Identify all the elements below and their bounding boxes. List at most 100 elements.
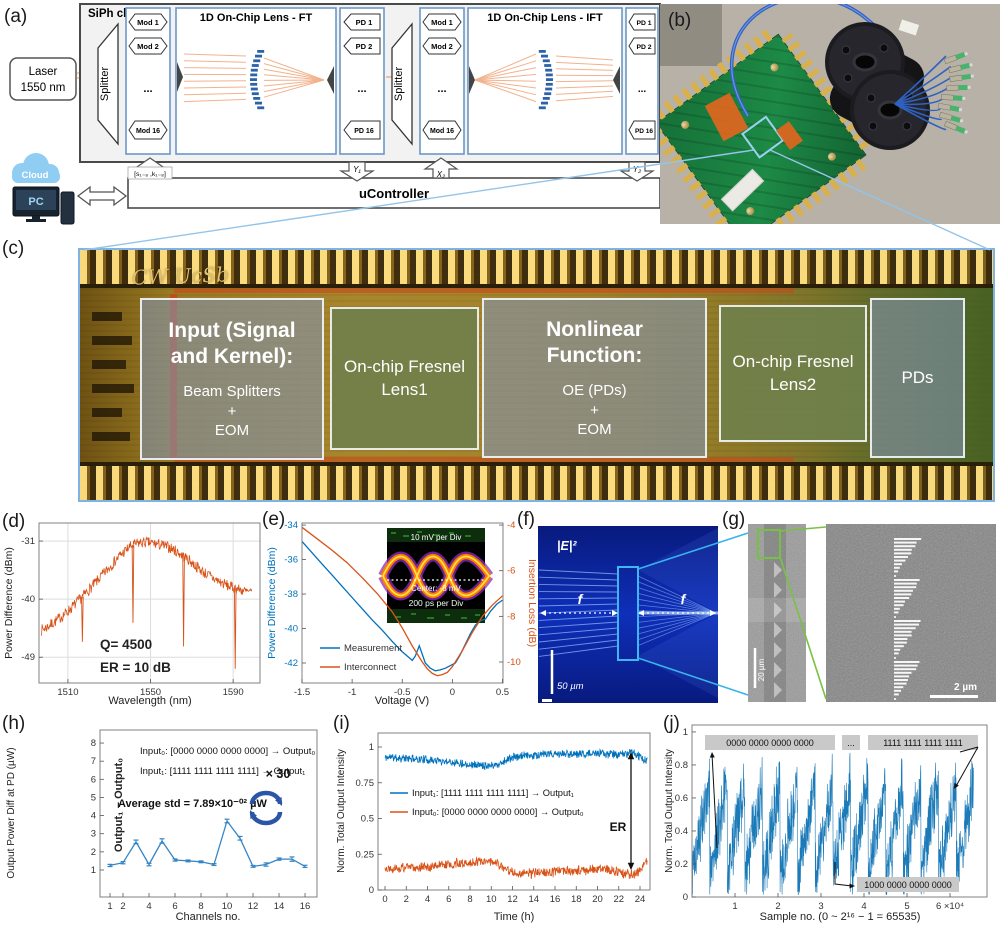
svg-text:PD 2: PD 2 [356, 42, 373, 51]
splitter-1: Splitter [97, 22, 119, 146]
svg-text:X₂: X₂ [436, 170, 445, 179]
svg-text:Center: -8 mV: Center: -8 mV [411, 584, 461, 593]
svg-text:1D On-Chip Lens - IFT: 1D On-Chip Lens - IFT [487, 12, 603, 24]
svg-text:-40: -40 [284, 624, 298, 635]
series-band [384, 856, 648, 880]
svg-text:16: 16 [300, 901, 311, 912]
svg-text:-1: -1 [348, 687, 356, 698]
svg-text:16: 16 [550, 894, 561, 905]
svg-text:Interconnect: Interconnect [344, 662, 397, 673]
panel-e-label: (e) [262, 509, 286, 530]
chip-marking: CW UcSb [131, 262, 230, 290]
lens-ift-box: 1D On-Chip Lens - IFT [467, 7, 623, 155]
svg-text:Input₀: [0000 0000 0000 0000]: Input₀: [0000 0000 0000 0000] → Output₀ [140, 746, 315, 757]
svg-text:Insertion Loss (dB): Insertion Loss (dB) [526, 559, 538, 647]
svg-text:24: 24 [635, 894, 646, 905]
pd-column-1: PD 1 PD 2 ... PD 16 [339, 7, 385, 155]
svg-text:3: 3 [91, 829, 96, 840]
fiber-connector [940, 94, 966, 101]
svg-text:Mod 1: Mod 1 [137, 18, 159, 27]
svg-text:1: 1 [732, 901, 737, 912]
svg-text:0.5: 0.5 [361, 814, 374, 825]
svg-text:1: 1 [91, 865, 96, 876]
svg-text:1111 1111 1111 1111: 1111 1111 1111 1111 [883, 738, 963, 748]
svg-text:...: ... [847, 738, 855, 748]
svg-text:2: 2 [404, 894, 409, 905]
svg-text:10 mV per Div: 10 mV per Div [411, 533, 462, 542]
panel-h-label: (h) [2, 713, 26, 734]
panel-d-label: (d) [2, 511, 26, 532]
svg-text:Norm. Total Output Intensity: Norm. Total Output Intensity [336, 749, 347, 873]
svg-text:Measurement: Measurement [344, 643, 402, 654]
svg-text:8: 8 [91, 738, 96, 749]
table-shadow [660, 4, 722, 66]
svg-text:-40: -40 [21, 594, 35, 605]
lens-ft-box: 1D On-Chip Lens - FT [175, 7, 337, 155]
svg-text:5: 5 [91, 792, 96, 803]
chip-region-input: Input (Signal and Kernel): Beam Splitter… [140, 298, 324, 460]
svg-text:1590: 1590 [223, 687, 244, 698]
svg-text:22: 22 [613, 894, 624, 905]
svg-text:-6: -6 [507, 566, 515, 577]
svg-text:1D On-Chip Lens - FT: 1D On-Chip Lens - FT [200, 12, 313, 24]
field-label: |E|² [557, 539, 577, 553]
svg-text:-49: -49 [21, 652, 35, 663]
svg-text:1: 1 [683, 727, 688, 738]
svg-text:0.5: 0.5 [496, 687, 509, 698]
svg-text:2: 2 [91, 847, 96, 858]
svg-text:1550: 1550 [140, 687, 161, 698]
svg-text:1: 1 [369, 742, 374, 753]
panel-c-label: (c) [2, 238, 25, 259]
svg-text:10: 10 [222, 901, 233, 912]
svg-text:Mod 16: Mod 16 [430, 128, 454, 135]
ucontroller-bar: uController [127, 177, 661, 209]
fiber-connector [944, 120, 969, 134]
panel-a-label: (a) [4, 6, 28, 27]
panel-g-sem: 20 µm 2 µm [721, 508, 1000, 710]
svg-text:f: f [578, 591, 584, 607]
svg-text:Y₁: Y₁ [353, 165, 361, 174]
svg-text:4: 4 [146, 901, 151, 912]
svg-text:4: 4 [425, 894, 430, 905]
svg-text:...: ... [437, 83, 446, 95]
lens-ft-arc [250, 50, 265, 110]
panel-j-label: (j) [663, 713, 680, 734]
fiber-connector [948, 62, 973, 74]
svg-text:...: ... [143, 83, 152, 95]
svg-text:0: 0 [683, 892, 688, 903]
lens-teeth-silhouette [774, 562, 782, 698]
modulator-column-2: Mod 1 Mod 2 ... Mod 16 [419, 7, 465, 155]
svg-text:PD 2: PD 2 [636, 44, 651, 51]
svg-text:7: 7 [91, 756, 96, 767]
scalebar-label: 50 µm [557, 681, 584, 692]
svg-text:Splitter: Splitter [393, 67, 405, 102]
svg-text:Input₀: [0000 0000 0000 0000]: Input₀: [0000 0000 0000 0000] → Output₀ [412, 807, 584, 817]
svg-text:Cloud: Cloud [22, 170, 49, 181]
svg-text:Mod 16: Mod 16 [136, 128, 160, 135]
pc-ucontroller-double-arrow [76, 185, 128, 207]
svg-text:Output Power Diff at PD (µW): Output Power Diff at PD (µW) [6, 747, 17, 878]
svg-text:1550 nm: 1550 nm [21, 82, 66, 94]
svg-text:4: 4 [91, 811, 96, 822]
eye-traces [378, 551, 494, 601]
zoom-region-box [757, 529, 781, 559]
svg-text:0.4: 0.4 [675, 826, 688, 837]
chip-region-fresnel-lens-2: On-chip Fresnel Lens2 [719, 305, 867, 442]
svg-text:-36: -36 [284, 555, 298, 566]
svg-text:4: 4 [861, 901, 866, 912]
panel-a-schematic: Laser 1550 nm SiPh chip Splitter Mod 1 M… [9, 3, 661, 225]
svg-text:14: 14 [274, 901, 285, 912]
svg-text:12: 12 [248, 901, 259, 912]
svg-text:14: 14 [528, 894, 539, 905]
svg-text:-31: -31 [21, 536, 35, 547]
svg-text:Power Difference (dBm): Power Difference (dBm) [3, 547, 15, 659]
panel-b-photo [660, 4, 1000, 224]
svg-text:-10: -10 [507, 657, 521, 668]
lens-zoom-rect [617, 566, 639, 661]
sem-closeup: 2 µm [826, 524, 996, 702]
series-samples [691, 752, 975, 895]
svg-text:3: 3 [818, 901, 823, 912]
